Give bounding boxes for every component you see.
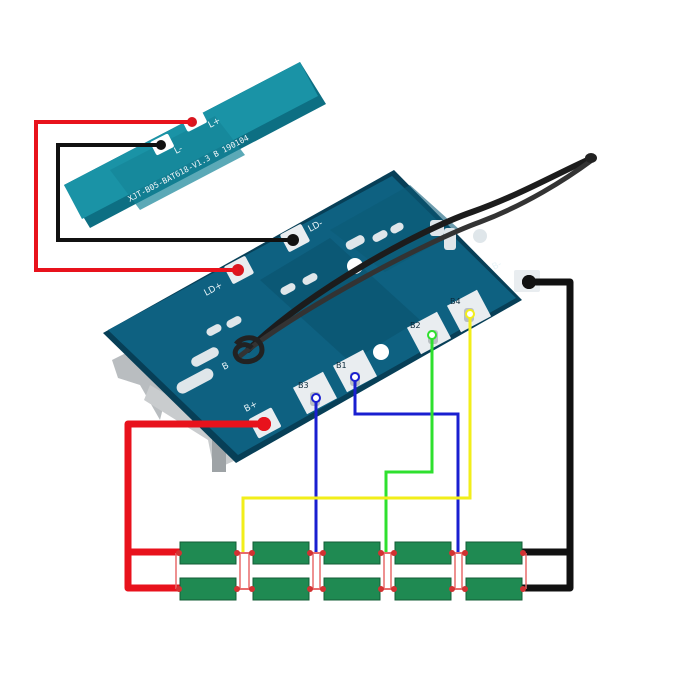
wire-red-b-plus [124, 417, 271, 592]
battery-cell [252, 541, 310, 565]
cell-terminal [449, 550, 455, 556]
pad-b2-label: B2 [410, 321, 421, 330]
thermistor-wire [232, 153, 597, 365]
cell-terminal [320, 586, 326, 592]
cell-terminal [520, 586, 526, 592]
wire-red-ld-plus [34, 120, 238, 272]
cell-terminal [462, 550, 468, 556]
battery-cell [394, 541, 452, 565]
pad-b1-label: B1 [336, 361, 347, 370]
battery-cell [465, 577, 523, 601]
battery-cell [179, 577, 237, 601]
pad-b4-label: B4 [450, 297, 461, 306]
battery-cell [465, 541, 523, 565]
battery-cell [323, 541, 381, 565]
cell-terminal [249, 586, 255, 592]
cell-terminal [320, 550, 326, 556]
wire-yellow-b4 [241, 309, 475, 552]
board-b-label: B [221, 361, 231, 373]
cell-terminal [520, 550, 526, 556]
pad-b3-label: B3 [298, 381, 309, 390]
wire-black-ld-minus [56, 143, 293, 242]
cell-terminal [378, 586, 384, 592]
battery-cell [179, 541, 237, 565]
cell-terminal [234, 550, 240, 556]
cell-terminal [462, 586, 468, 592]
cell-terminal [378, 550, 384, 556]
cell-terminal [391, 586, 397, 592]
cell-terminal [176, 550, 182, 556]
main-pcb-board: LD- LD+ B- B+ [103, 170, 540, 472]
battery-cell [252, 577, 310, 601]
battery-pack [175, 541, 527, 601]
wire-blue-b1 [350, 372, 460, 552]
wire-green-b2 [384, 330, 437, 552]
cell-terminal [234, 586, 240, 592]
battery-cell [323, 577, 381, 601]
mounting-hole [373, 344, 389, 360]
wire-black-b-minus [520, 275, 574, 592]
wire-blue-b3 [311, 393, 321, 552]
small-board-pad-minus-label: L- [173, 144, 185, 157]
cell-terminal [176, 586, 182, 592]
cell-terminal [307, 586, 313, 592]
battery-cell [394, 577, 452, 601]
cell-terminal [307, 550, 313, 556]
cell-terminal [449, 586, 455, 592]
pad-b-minus-label: B- [491, 259, 504, 272]
cell-terminal [249, 550, 255, 556]
cell-terminal [391, 550, 397, 556]
